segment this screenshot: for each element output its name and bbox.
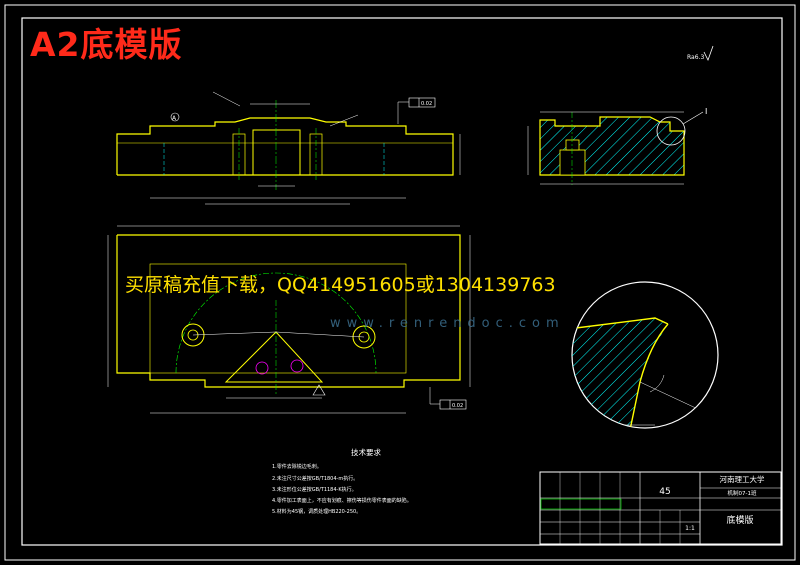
watermark-text: www.renrendoc.com xyxy=(330,316,565,331)
tolerance-value-top: 0.02 xyxy=(421,101,432,107)
tech-requirement-4: 4.零件加工表面上，不应有划痕、擦伤等损伤零件表面的缺陷。 xyxy=(272,497,412,504)
sheet-outer-border xyxy=(4,4,796,561)
locating-hole-left xyxy=(181,323,205,347)
sheet-inner-border xyxy=(21,17,783,546)
v-groove-cavity xyxy=(224,331,324,383)
download-banner[interactable]: 买原稿充值下载，QQ414951605或1304139763 xyxy=(125,274,556,296)
title-block-school: 河南理工大学 xyxy=(720,474,765,484)
title-block-material: 45 xyxy=(659,487,670,497)
front-view: A 0.02 xyxy=(116,91,461,205)
side-view: I xyxy=(527,107,707,185)
detail-view-i xyxy=(571,281,719,429)
top-view-outline xyxy=(116,234,461,388)
locating-hole-right xyxy=(352,325,376,349)
tech-requirement-2: 2.未注尺寸公差按GB/T1804-m执行。 xyxy=(272,475,358,482)
title-block-part-name: 底模版 xyxy=(726,514,753,526)
title-block-scale: 1:1 xyxy=(685,525,695,532)
datum-a-bubble xyxy=(170,112,180,122)
tech-requirement-5: 5.材料为45钢，调质处理HB220-250。 xyxy=(272,508,361,515)
tolerance-frame-bottom xyxy=(439,399,467,410)
detail-label: I xyxy=(705,107,707,116)
title-block-class: 机制07-1班 xyxy=(728,489,757,497)
sheet-title: A2底模版 xyxy=(30,25,183,64)
roughness-value: Ra6.3 xyxy=(687,54,704,61)
detail-callout-circle xyxy=(656,116,686,146)
datum-a-label: A xyxy=(172,115,177,122)
tech-requirement-3: 3.未注形位公差按GB/T1184-K执行。 xyxy=(272,486,357,493)
tolerance-value-bottom: 0.02 xyxy=(452,403,463,409)
front-view-center-bore xyxy=(252,129,301,176)
front-view-outline xyxy=(116,117,454,176)
tech-requirements: 技术要求 1.零件去除锐边毛刺。 2.未注尺寸公差按GB/T1804-m执行。 … xyxy=(272,447,412,515)
roughness-symbol-general: Ra6.3 xyxy=(687,45,714,62)
tech-requirement-1: 1.零件去除锐边毛刺。 xyxy=(272,463,322,470)
tech-requirements-heading: 技术要求 xyxy=(351,447,381,457)
title-block: 45 河南理工大学 机制07-1班 底模版 1:1 xyxy=(539,471,782,545)
top-view: 0.02 xyxy=(107,225,471,414)
tolerance-frame-top xyxy=(408,97,436,108)
